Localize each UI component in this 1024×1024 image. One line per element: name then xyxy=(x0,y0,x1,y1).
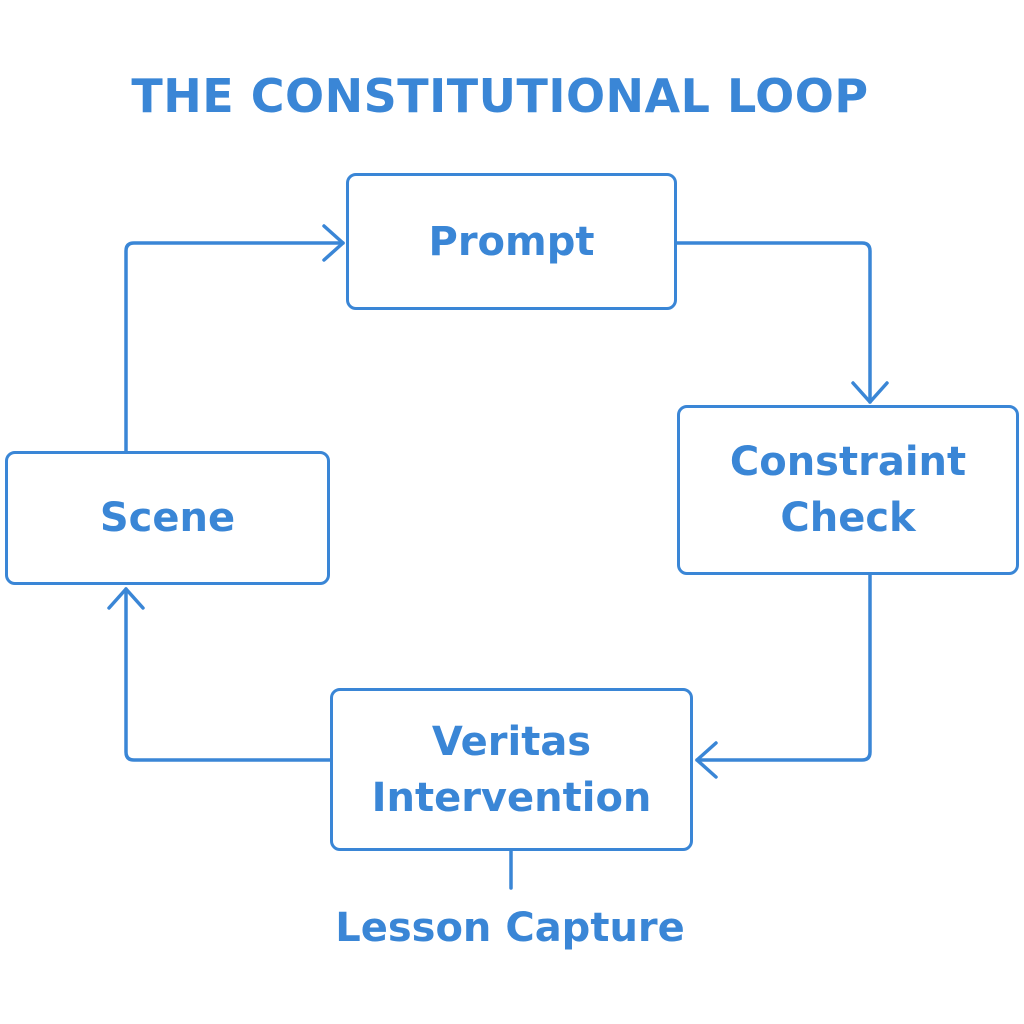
arrowhead-to-scene xyxy=(107,587,145,610)
constraint-check-label: Constraint Check xyxy=(730,434,966,546)
constraint-check-label-line1: Constraint xyxy=(729,439,967,485)
scene-node: Scene xyxy=(5,451,330,585)
constraint-check-label-line2: Check xyxy=(780,495,916,541)
veritas-intervention-label-line1: Veritas xyxy=(431,718,592,765)
veritas-intervention-node: Veritas Intervention xyxy=(330,688,693,851)
scene-label: Scene xyxy=(99,495,236,541)
arrowhead-to-constraint xyxy=(851,381,889,404)
veritas-intervention-label-line2: Intervention xyxy=(371,774,652,821)
veritas-intervention-label: Veritas Intervention xyxy=(372,714,652,826)
prompt-label: Prompt xyxy=(428,218,595,265)
diagram-title: THE CONSTITUTIONAL LOOP xyxy=(131,69,869,123)
connector-prompt-to-constraint xyxy=(675,241,872,404)
lesson-capture-label: Lesson Capture xyxy=(335,905,685,951)
connector-constraint-to-veritas xyxy=(695,573,872,762)
prompt-node: Prompt xyxy=(346,173,677,310)
arrowhead-to-prompt xyxy=(322,224,345,262)
connector-veritas-to-scene xyxy=(124,587,332,762)
connector-scene-to-prompt xyxy=(124,241,345,453)
constraint-check-node: Constraint Check xyxy=(677,405,1019,575)
arrowhead-to-veritas xyxy=(695,741,718,779)
